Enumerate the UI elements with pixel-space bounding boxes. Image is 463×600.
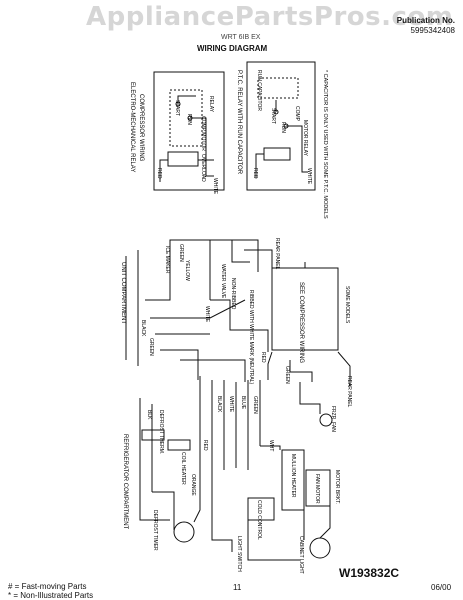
run-capacitor-component [257, 77, 299, 99]
refrigerator-compartment-label: REFRIGERATOR COMPARTMENT [122, 434, 128, 530]
wire-green-refr: GREEN [252, 396, 258, 414]
cabinet-light-component [309, 537, 331, 559]
run-capacitor-label: RUN CAPACITOR [256, 70, 262, 111]
red-wire-label: RED [156, 168, 162, 179]
ptc-overload [263, 147, 291, 161]
cold-control-label: COLD CONTROL [256, 500, 262, 540]
start-label: START [174, 100, 180, 116]
right-green-wire [299, 382, 321, 414]
run-label: RUN [186, 114, 192, 125]
cold-control-component [247, 497, 275, 521]
refrigerator-harness [139, 376, 261, 492]
page-number: 11 [233, 583, 242, 592]
legend-fast-moving: # = Fast-moving Parts [8, 582, 87, 591]
wire-wht-refr: WHT [268, 440, 274, 451]
compressor-relay-box [153, 71, 225, 191]
rear-panel-wire [267, 262, 351, 386]
mullion-heater-label: MULLION HEATER [290, 454, 296, 498]
timer-wires [139, 466, 201, 530]
unit-compartment-label: UNIT COMPARTMENT [120, 262, 126, 324]
ice-maker-label: ICE MAKER [164, 246, 170, 274]
see-compressor-label: SEE COMPRESSOR WIRING [298, 282, 304, 363]
wire-green-unit: GREEN [148, 338, 154, 356]
legend-non-illustrated: * = Non-Illustrated Parts [8, 591, 94, 600]
mullion-heater-component [281, 449, 305, 511]
frzr-fan-component [319, 413, 333, 427]
ptc-relay-label: P.T.C. RELAY WITH RUN CAPACITOR [236, 70, 242, 175]
light-switch-label: LIGHT SWITCH [236, 536, 242, 572]
non-ribbed-wiring [210, 299, 269, 352]
ptc-white-label: WHITE [306, 168, 312, 185]
ptc-relay-box [246, 61, 316, 191]
publication-block: Publication No. 5995342408 [397, 16, 455, 36]
green-wire-right [289, 360, 313, 382]
wire-green-right: GREEN [284, 366, 290, 384]
wire-white-refr: WHITE [228, 396, 234, 413]
overload-component [167, 151, 199, 167]
ptc-start-label: START [270, 108, 276, 124]
wire-red-unit: RED [260, 352, 266, 363]
ptc-comp-label: COMP [294, 106, 300, 122]
wire-black-unit: BLACK [140, 320, 146, 337]
wire-blue-refr: BLUE [240, 396, 246, 410]
defrost-timer-component [173, 521, 195, 543]
ptc-red-label: RED [252, 168, 258, 179]
part-code: W193832C [339, 566, 400, 580]
white-wire-label: WHITE [212, 178, 218, 195]
footer-legend: # = Fast-moving Parts * = Non-Illustrate… [8, 582, 93, 600]
non-ribbed-label: NON-RIBBED [230, 278, 236, 310]
ice-maker-wiring [232, 239, 273, 290]
rear-panel-label: REAR PANEL [274, 238, 280, 270]
unit-compartment-outline [125, 250, 139, 366]
light-switch-wire [211, 445, 331, 561]
wire-black-refr: BLACK [216, 396, 222, 413]
cabinet-light-label: CABINET LIGHT [298, 536, 304, 574]
wire-green-ice: GREEN [178, 244, 184, 262]
defrost-therm-label: DEFROST THERM. [158, 410, 164, 454]
some-models-label: SOME MODELS [344, 286, 350, 324]
ribbed-white-label: RIBBED WITH WHITE MARK (NEUTRAL) [248, 290, 254, 385]
wire-red-refr: RED [202, 440, 208, 451]
wire-blk-refr: BLK [146, 410, 152, 420]
fan-motor-component [305, 469, 331, 507]
water-valve-label: WATER VALVE [220, 264, 226, 299]
see-compressor-box [271, 267, 339, 351]
publication-number: 5995342408 [410, 26, 456, 35]
defrost-therm-component [141, 429, 165, 441]
wire-white-unit: WHITE [204, 306, 210, 323]
relay-label: RELAY [208, 96, 214, 113]
main-harness [145, 239, 250, 382]
publication-label: Publication No. [396, 16, 455, 25]
capacitor-note: * CAPACITOR IS ONLY USED WITH SOME P.T.C… [322, 70, 328, 219]
defrost-timer-label: DEFROST TIMER [152, 510, 158, 551]
electro-relay-label: ELECTRO-MECHANICAL RELAY [129, 82, 135, 172]
page-title: WIRING DIAGRAM [197, 44, 268, 53]
motor-bracket-label: MOTOR BRKT. [334, 470, 340, 504]
frzr-fan-label: FRZR. FAN [330, 406, 336, 432]
compressor-wiring-label: COMPRESSOR WIRING [138, 94, 144, 162]
overload-label: OVERLOAD [200, 154, 206, 182]
document-date: 06/00 [431, 583, 452, 592]
comp-motor-label: COMP MOTOR [200, 116, 206, 151]
coil-heater-label: COIL HEATER [180, 452, 186, 485]
coil-heater-component [167, 439, 191, 451]
fan-motor-label: FAN MOTOR [314, 474, 320, 504]
watermark-text: AppliancePartsPros.com [86, 2, 454, 32]
rear-panel-bottom-label: REAR PANEL [346, 376, 352, 408]
model-number: WRT 6IB EX [221, 34, 261, 41]
ptc-motor-relay-label: MOTOR RELAY [302, 120, 308, 157]
ptc-run-label: RUN [280, 122, 286, 133]
wire-orange-refr: ORANGE [190, 474, 196, 496]
wire-yellow-unit: YELLOW [184, 260, 190, 281]
